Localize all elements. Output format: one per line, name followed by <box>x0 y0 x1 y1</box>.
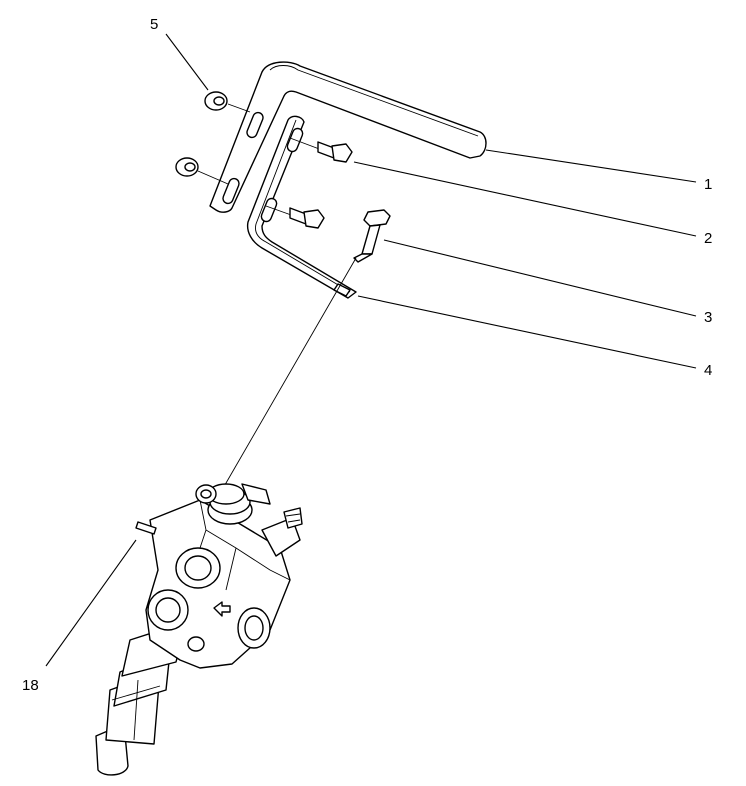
valve-side-fitting <box>261 507 303 557</box>
bracket-slots <box>222 111 304 223</box>
leader-lines <box>45 33 697 667</box>
valve-ports <box>147 547 271 652</box>
nut-part-5-upper <box>204 91 251 113</box>
callout-2: 2 <box>704 230 712 247</box>
callout-4: 4 <box>704 362 712 379</box>
callout-18: 18 <box>22 677 39 694</box>
pin-part-3 <box>353 209 391 263</box>
valve-assembly <box>95 483 303 776</box>
valve-plunger <box>195 483 271 525</box>
callout-1: 1 <box>704 176 712 193</box>
pin-part-4 <box>333 283 351 297</box>
pin-part-18 <box>135 521 157 535</box>
callout-3: 3 <box>704 309 712 326</box>
bolt-part-2-upper <box>289 137 353 163</box>
callout-5: 5 <box>150 16 158 33</box>
bracket-part-1 <box>209 61 487 299</box>
assembly-line <box>221 257 357 491</box>
flow-arrow-icon <box>213 601 231 617</box>
bolt-part-2-lower <box>265 205 325 229</box>
nut-part-5-lower <box>175 157 229 185</box>
